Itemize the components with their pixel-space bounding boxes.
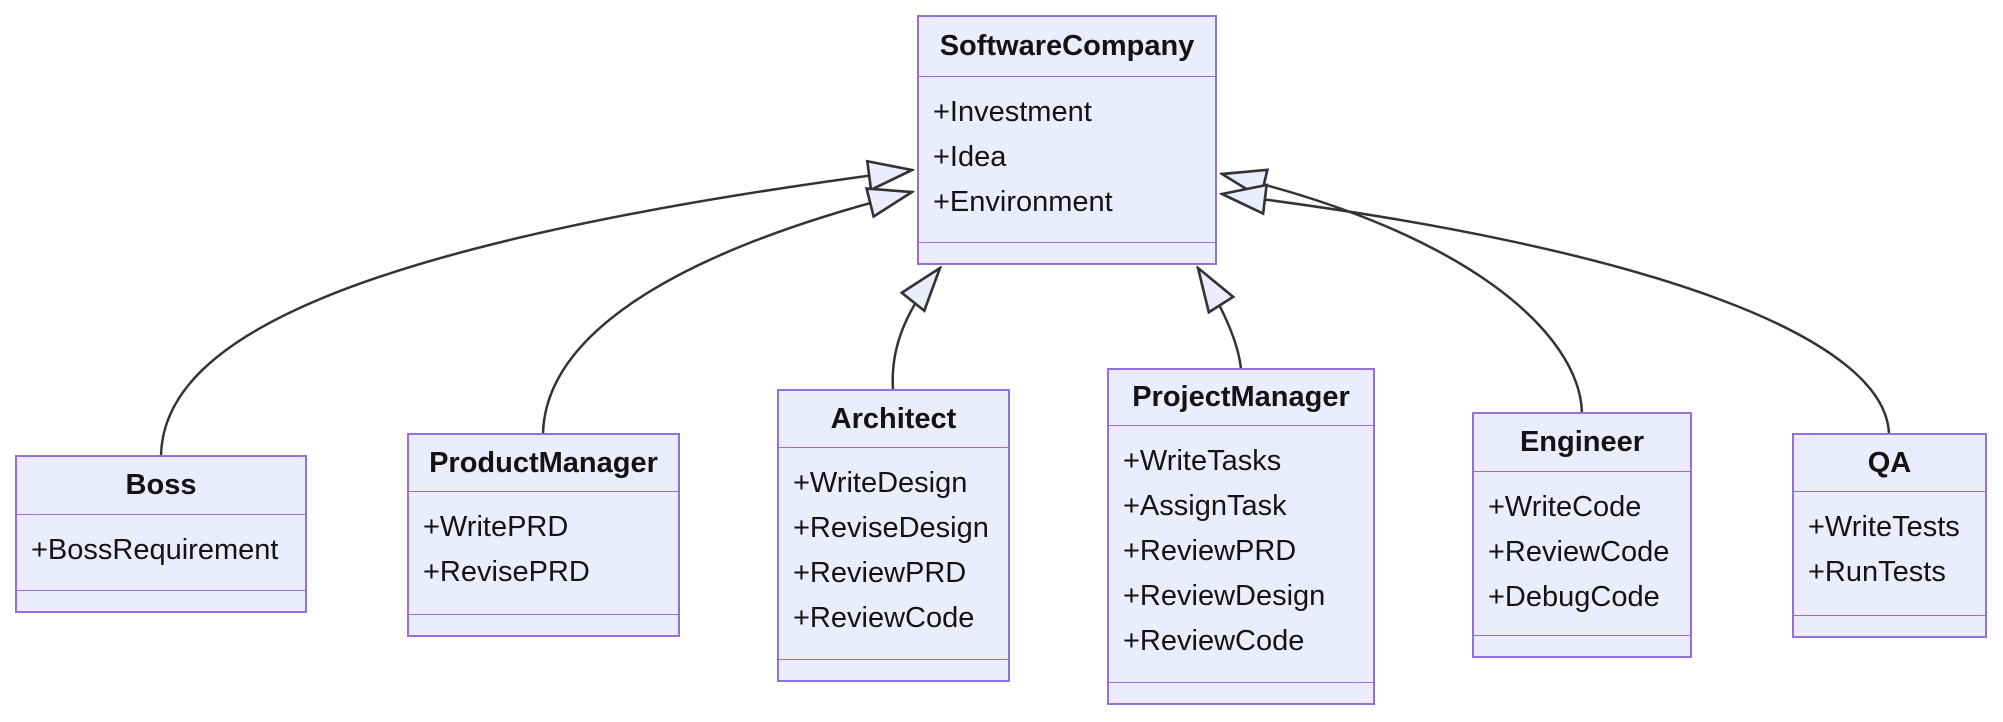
- class-member: +Investment: [933, 96, 1092, 128]
- class-members: +WriteTests +RunTests: [1794, 492, 1985, 616]
- class-methods-empty: [1109, 683, 1373, 703]
- class-member: +WriteTasks: [1123, 445, 1282, 477]
- class-methods-empty: [779, 660, 1008, 680]
- class-title: QA: [1794, 435, 1985, 492]
- class-member: +ReviewCode: [793, 602, 975, 634]
- edge-productmanager-to-softwarecompany: [541, 192, 912, 435]
- class-members: +WriteCode +ReviewCode +DebugCode: [1474, 472, 1690, 636]
- class-member: +BossRequirement: [31, 534, 279, 566]
- class-box-engineer: Engineer +WriteCode +ReviewCode +DebugCo…: [1472, 412, 1692, 658]
- class-members: +BossRequirement: [17, 515, 305, 591]
- class-member: +ReviseDesign: [793, 512, 989, 544]
- edge-projectmanager-to-softwarecompany: [1198, 268, 1243, 370]
- class-member: +DebugCode: [1488, 581, 1660, 613]
- class-member: +WritePRD: [423, 511, 569, 543]
- edge-engineer-to-softwarecompany: [1222, 174, 1584, 414]
- class-members: +Investment +Idea +Environment: [919, 77, 1215, 243]
- class-methods-empty: [1794, 616, 1985, 636]
- class-member: +WriteDesign: [793, 467, 968, 499]
- edge-qa-to-softwarecompany: [1222, 194, 1891, 435]
- class-member: +ReviewPRD: [1123, 535, 1297, 567]
- class-box-softwarecompany: SoftwareCompany +Investment +Idea +Envir…: [917, 15, 1217, 265]
- class-methods-empty: [409, 615, 678, 635]
- class-members: +WriteDesign +ReviseDesign +ReviewPRD +R…: [779, 448, 1008, 660]
- class-methods-empty: [919, 243, 1215, 263]
- class-member: +ReviewCode: [1123, 625, 1305, 657]
- class-member: +RevisePRD: [423, 556, 590, 588]
- class-member: +Idea: [933, 141, 1007, 173]
- class-members: +WriteTasks +AssignTask +ReviewPRD +Revi…: [1109, 426, 1373, 683]
- class-member: +Environment: [933, 186, 1113, 218]
- class-members: +WritePRD +RevisePRD: [409, 492, 678, 615]
- edge-architect-to-softwarecompany: [891, 268, 940, 391]
- class-title: Engineer: [1474, 414, 1690, 472]
- class-member: +WriteCode: [1488, 491, 1642, 523]
- class-title: Boss: [17, 457, 305, 515]
- class-methods-empty: [17, 591, 305, 611]
- class-member: +AssignTask: [1123, 490, 1287, 522]
- class-box-boss: Boss +BossRequirement: [15, 455, 307, 613]
- class-box-architect: Architect +WriteDesign +ReviseDesign +Re…: [777, 389, 1010, 682]
- class-member: +RunTests: [1808, 556, 1946, 588]
- class-title: Architect: [779, 391, 1008, 448]
- class-title: SoftwareCompany: [919, 17, 1215, 77]
- class-title: ProductManager: [409, 435, 678, 492]
- class-box-projectmanager: ProjectManager +WriteTasks +AssignTask +…: [1107, 368, 1375, 705]
- class-box-qa: QA +WriteTests +RunTests: [1792, 433, 1987, 638]
- class-box-productmanager: ProductManager +WritePRD +RevisePRD: [407, 433, 680, 637]
- class-member: +WriteTests: [1808, 511, 1960, 543]
- class-member: +ReviewCode: [1488, 536, 1670, 568]
- class-member: +ReviewDesign: [1123, 580, 1326, 612]
- class-methods-empty: [1474, 636, 1690, 656]
- edge-boss-to-softwarecompany: [159, 170, 912, 457]
- class-member: +ReviewPRD: [793, 557, 967, 589]
- class-title: ProjectManager: [1109, 370, 1373, 426]
